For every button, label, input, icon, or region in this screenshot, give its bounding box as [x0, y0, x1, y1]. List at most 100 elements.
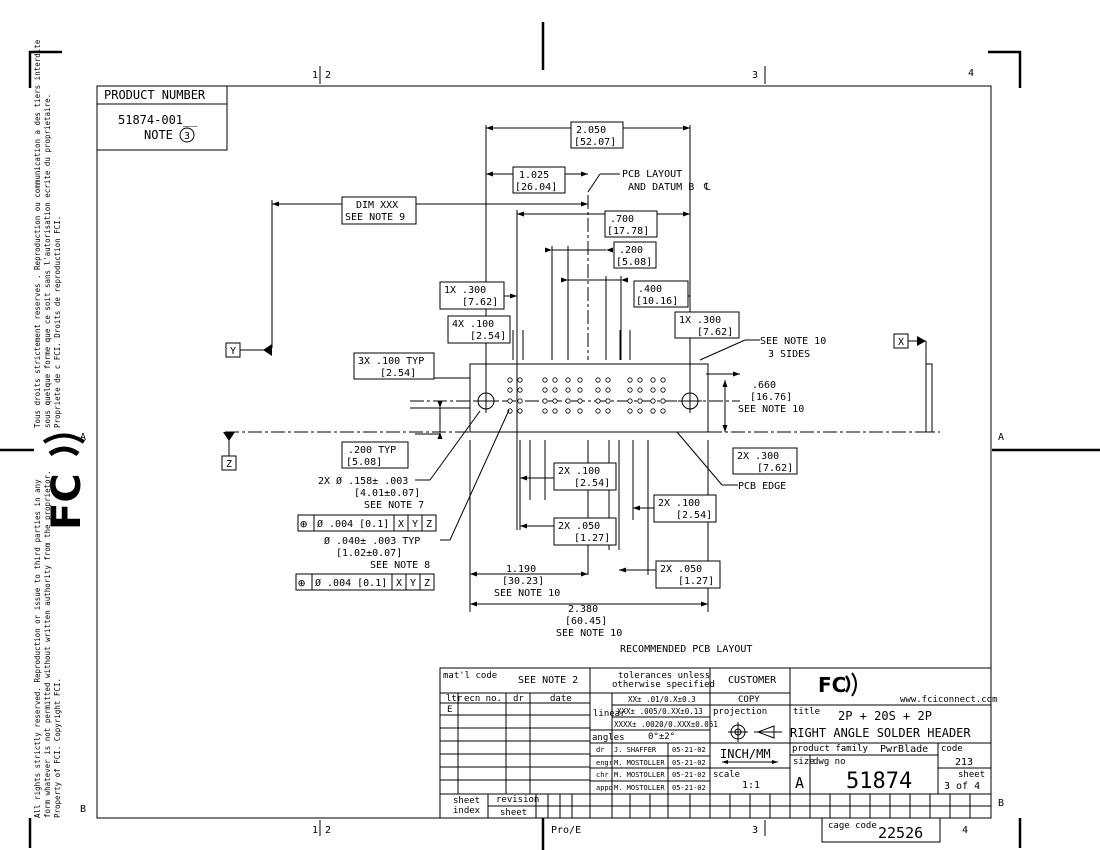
hole-158-callout: 2X Ø .158± .003 [4.01±0.07] SEE NOTE 7	[318, 475, 424, 511]
title-line-2: RIGHT ANGLE SOLDER HEADER	[790, 726, 971, 740]
dimension-arrowhead	[581, 201, 588, 207]
dim-700: .700 [17.78]	[604, 210, 658, 238]
rev-letter: E	[447, 705, 452, 715]
fcf2-tolerance: Ø .004 [0.1]	[315, 577, 387, 589]
fci-logo: FC	[42, 433, 90, 530]
dim-1190-note: SEE NOTE 10	[494, 588, 560, 599]
dim-660-note: SEE NOTE 10	[738, 404, 804, 415]
fcf1-symbol: ⊕	[300, 517, 307, 531]
dimension-arrowhead	[621, 277, 628, 283]
pin-hole	[605, 387, 611, 393]
dim-200-mm: [5.08]	[616, 257, 652, 268]
product-family-label: product family	[792, 744, 868, 754]
zone-top-4: 4	[968, 68, 974, 79]
dim-400-mm: [10.16]	[636, 296, 678, 307]
dim-2x100-b-in: 2X .100	[658, 498, 700, 509]
approval-date: 05-21-02	[672, 784, 706, 792]
title-block-fci-logo: FC	[818, 672, 857, 697]
zone-top-2: 2	[325, 70, 331, 81]
pin-hole	[605, 377, 611, 383]
dim-1190-mm: [30.23]	[502, 576, 544, 587]
tolerances-line-1: tolerances unless	[618, 671, 710, 681]
dimension-arrowhead	[486, 171, 493, 177]
see-note-10: SEE NOTE 10	[760, 336, 826, 347]
hole-158-line-3: SEE NOTE 7	[364, 500, 424, 511]
sheet-label: sheet	[958, 770, 985, 780]
pin-hole-grid	[507, 377, 666, 414]
dimension-arrowhead	[683, 211, 690, 217]
pin-hole	[552, 377, 558, 383]
pin-hole	[565, 398, 571, 404]
code-value: 213	[955, 757, 973, 768]
zone-bottom-4: 4	[962, 825, 968, 836]
pin-hole	[565, 408, 571, 414]
approval-name: M. MOSTOLLER	[614, 784, 665, 792]
label-pcb-datum: PCB LAYOUT AND DATUM B ℄	[622, 169, 711, 193]
angles-label: angles	[592, 733, 625, 743]
pin-hole	[507, 408, 513, 414]
dim-4x100: 4X .100 [2.54]	[447, 315, 511, 344]
pin-hole	[542, 387, 548, 393]
dim-200-in: .200	[619, 245, 643, 256]
pin-hole	[565, 387, 571, 393]
pin-hole	[517, 377, 523, 383]
scale-label: scale	[713, 770, 740, 780]
dim-2x050-b-in: 2X .050	[660, 564, 702, 575]
rev-header-ltr: ltr	[446, 694, 463, 704]
title-line-1: 2P + 20S + 2P	[838, 709, 932, 723]
zone-bottom-3: 3	[752, 825, 758, 836]
extension-lines	[271, 125, 709, 612]
dim-660: .660 [16.76] SEE NOTE 10	[738, 380, 804, 415]
projection-label: projection	[713, 707, 767, 717]
zone-top-3: 3	[752, 70, 758, 81]
drawing-caption: RECOMMENDED PCB LAYOUT	[620, 644, 752, 655]
fcf2-datum-z: Z	[424, 578, 430, 589]
dim-2050-in: 2.050	[576, 125, 606, 136]
pin-hole	[627, 387, 633, 393]
dim-700-in: .700	[610, 214, 634, 225]
dim-2050-mm: [52.07]	[574, 137, 616, 148]
product-number-value: 51874-001__	[118, 113, 198, 127]
dim-2x100-a-in: 2X .100	[558, 466, 600, 477]
dim-400-in: .400	[638, 284, 662, 295]
rev-header-ecn: ecn no.	[464, 694, 502, 704]
linear-label: linear	[593, 709, 626, 719]
feature-control-frame-2: ⊕ Ø .004 [0.1] X Y Z	[295, 573, 435, 591]
pin-hole	[650, 377, 656, 383]
datum-z-label: Z	[226, 459, 232, 470]
dim-4x100-in: 4X .100	[452, 319, 494, 330]
pin-hole	[507, 398, 513, 404]
units-label: INCH/MM	[720, 747, 771, 761]
rights-en-line-1: All rights strictly reserved. Reproducti…	[33, 479, 42, 818]
pin-hole	[637, 387, 643, 393]
dim-2380-mm: [60.45]	[565, 616, 607, 627]
approval-role: chr	[596, 771, 609, 779]
rights-fr-line-1: Tous droits strictement reserves . Repro…	[33, 39, 42, 428]
pin-hole	[517, 408, 523, 414]
dimension-arrowhead	[470, 571, 477, 577]
label-pcb-edge: PCB EDGE	[738, 481, 786, 492]
pin-hole	[577, 398, 583, 404]
pin-hole	[542, 398, 548, 404]
dim-1025-in: 1.025	[519, 170, 549, 181]
pin-hole	[517, 387, 523, 393]
pcb-layout-drawing: Y Z X	[221, 121, 940, 655]
dwg-no-value: 51874	[846, 769, 912, 794]
pin-hole	[660, 398, 666, 404]
mounting-hole-right	[678, 389, 702, 413]
approval-role: engr	[596, 759, 613, 767]
code-label: code	[941, 744, 963, 754]
dim-2x300-mm: [7.62]	[757, 463, 793, 474]
fcf2-datum-x: X	[396, 578, 402, 589]
dim-200: .200 [5.08]	[613, 241, 657, 269]
software-label: Pro/E	[551, 825, 581, 836]
rights-en-line-2: form whatever is not permitted without w…	[43, 470, 52, 818]
dim-xxx-label: DIM XXX	[356, 200, 398, 211]
dim-3x100-in: 3X .100 TYP	[358, 356, 424, 367]
sheet-index-line-2: index	[453, 806, 481, 816]
pin-hole	[605, 408, 611, 414]
dim-2x100-a: 2X .100 [2.54]	[520, 462, 617, 491]
dim-2380: 2.380 [60.45] SEE NOTE 10	[556, 604, 622, 639]
pin-hole	[552, 408, 558, 414]
